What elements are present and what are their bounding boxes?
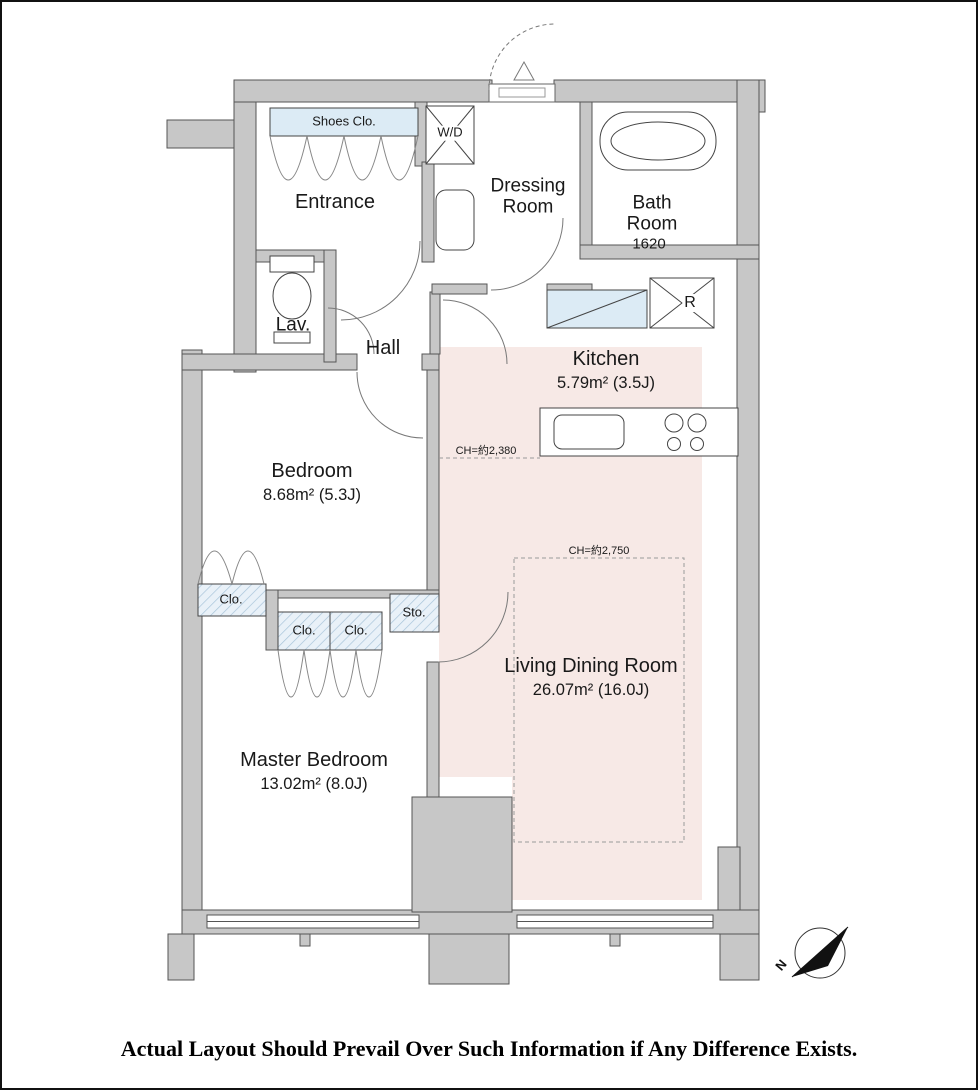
closet-mid-bifold (277, 649, 383, 698)
living-dining-label: Living Dining Room (504, 654, 678, 677)
entrance-label: Entrance (294, 190, 376, 213)
bathtub (599, 111, 717, 171)
master-bedroom-area: 13.02m² (8.0J) (260, 774, 368, 793)
refrigerator-label: R (682, 294, 698, 312)
toilet (269, 255, 315, 344)
bath-room-size: 1620 (632, 235, 666, 253)
bedroom-label: Bedroom (271, 459, 353, 482)
storage-box (389, 593, 440, 633)
closet-mid-2-label: Clo. (344, 622, 368, 638)
entrance-threshold (488, 83, 556, 103)
kitchen-label: Kitchen (572, 347, 640, 370)
ceiling-height-living: CH=約2,750 (565, 544, 633, 558)
walls (166, 79, 766, 985)
lavatory-door-arc (327, 307, 375, 355)
refrigerator-box (649, 277, 715, 329)
storage-label: Sto. (402, 604, 426, 620)
entrance-hall-door-arc (340, 240, 421, 321)
shoes-closet-label: Shoes Clo. (312, 113, 376, 129)
shoes-closet-bifold (269, 135, 419, 181)
front-door-arc (488, 23, 556, 91)
closet-left-box (197, 583, 267, 617)
ceiling-height-kitchen: CH=約2,380 (452, 444, 520, 458)
dressing-door-arc (490, 217, 564, 291)
lavatory-label: Lav. (275, 314, 311, 336)
vanity-basin (435, 189, 475, 251)
windows (206, 914, 714, 929)
hall-label: Hall (365, 336, 401, 359)
closet-mid-1-label: Clo. (292, 622, 316, 638)
closet-left-bifold (197, 550, 265, 585)
disclaimer-text: Actual Layout Should Prevail Over Such I… (120, 1036, 858, 1061)
dressing-room-label: Dressing Room (490, 175, 566, 218)
hall-ldk-door-arc (442, 299, 508, 365)
washer-dryer-label: W/D (435, 124, 465, 141)
bedroom-area: 8.68m² (5.3J) (262, 485, 362, 504)
living-dining-area: 26.07m² (16.0J) (532, 680, 650, 699)
compass (791, 926, 849, 979)
ceiling-zone-outline (513, 557, 685, 843)
master-bedroom-label: Master Bedroom (240, 748, 388, 771)
kitchen-counter (539, 407, 739, 457)
kitchen-area: 5.79m² (3.5J) (556, 373, 656, 392)
bifold-doors (197, 135, 419, 698)
master-bedroom-door-arc (437, 591, 509, 663)
front-door-triangle (513, 60, 535, 81)
door-arcs (327, 23, 564, 663)
kitchen-cupboard (546, 289, 648, 329)
closet-left-label: Clo. (219, 591, 243, 607)
bath-room-label: Bath Room (626, 192, 678, 235)
bedroom-door-arc (356, 371, 424, 439)
